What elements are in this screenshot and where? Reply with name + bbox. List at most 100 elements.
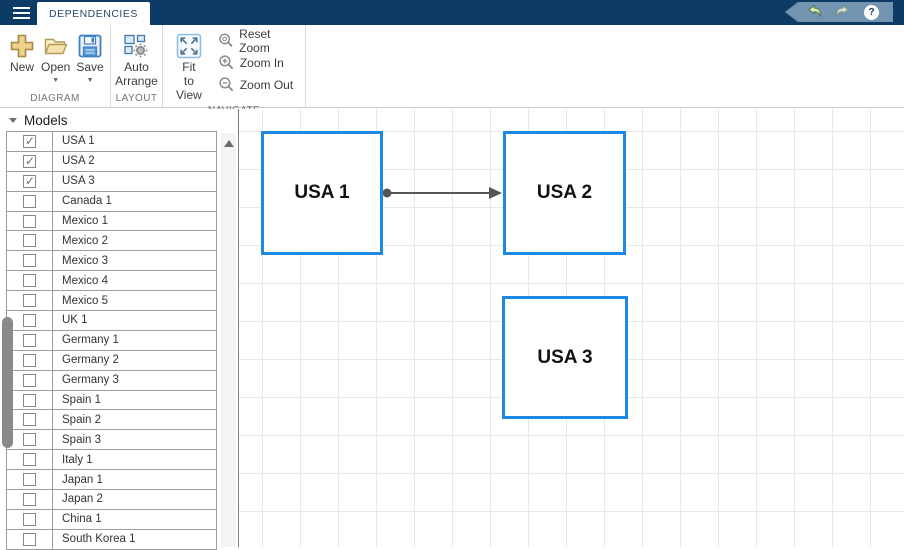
diagram-canvas[interactable]: USA 1 USA 2 USA 3 — [239, 109, 904, 547]
model-checkbox-cell — [7, 291, 53, 311]
model-row[interactable]: Germany 1 — [7, 330, 216, 351]
zoom-in-icon — [219, 55, 234, 70]
model-row[interactable]: USA 3 — [7, 171, 216, 192]
model-name: China 1 — [62, 513, 102, 526]
model-checkbox[interactable] — [23, 234, 36, 248]
model-row[interactable]: Mexico 1 — [7, 211, 216, 232]
save-dropdown-icon[interactable]: ▼ — [86, 77, 94, 84]
auto-arrange-button[interactable]: Auto Arrange — [112, 30, 161, 90]
model-checkbox[interactable] — [23, 473, 36, 487]
model-row[interactable]: USA 2 — [7, 151, 216, 172]
model-row[interactable]: Italy 1 — [7, 450, 216, 471]
scrollbar-thumb[interactable] — [2, 317, 13, 448]
redo-button[interactable] — [834, 4, 851, 21]
model-checkbox[interactable] — [23, 194, 36, 208]
save-button[interactable]: Save ▼ — [73, 30, 106, 86]
model-checkbox[interactable] — [23, 154, 36, 168]
model-checkbox[interactable] — [23, 134, 36, 148]
models-header: Models — [0, 109, 238, 131]
model-checkbox[interactable] — [23, 512, 36, 526]
models-list: USA 1 USA 2 USA 3 Canada 1 Mexico 1 Mexico 2 M… — [6, 131, 217, 550]
model-checkbox[interactable] — [23, 313, 36, 327]
model-checkbox-cell — [7, 509, 53, 529]
new-button[interactable]: New ▼ — [6, 30, 38, 86]
model-row[interactable]: Spain 1 — [7, 390, 216, 411]
model-checkbox[interactable] — [23, 254, 36, 268]
model-row[interactable]: Germany 2 — [7, 350, 216, 371]
model-checkbox-cell — [7, 311, 53, 330]
model-checkbox[interactable] — [23, 214, 36, 228]
undo-button[interactable] — [805, 4, 822, 21]
zoom-out-button[interactable]: Zoom Out — [215, 76, 305, 93]
scroll-up-icon[interactable] — [224, 140, 234, 147]
ribbon-toolstrip: New ▼ Open ▼ — [0, 25, 904, 116]
model-checkbox[interactable] — [23, 492, 36, 506]
model-checkbox[interactable] — [23, 274, 36, 288]
model-checkbox-cell — [7, 132, 53, 151]
diagram-node[interactable]: USA 1 — [261, 131, 383, 255]
save-floppy-icon — [77, 32, 103, 60]
zoom-out-icon — [219, 77, 234, 92]
model-row[interactable]: Germany 3 — [7, 370, 216, 391]
model-checkbox[interactable] — [23, 373, 36, 387]
fit-to-view-button[interactable]: Fit to View — [167, 30, 211, 104]
model-checkbox-cell — [7, 370, 53, 390]
model-checkbox[interactable] — [23, 353, 36, 367]
model-name: Mexico 2 — [62, 234, 109, 247]
model-row[interactable]: Japan 1 — [7, 470, 216, 491]
help-button[interactable]: ? — [863, 4, 880, 21]
model-checkbox[interactable] — [23, 294, 36, 308]
model-name: Canada 1 — [62, 195, 112, 208]
open-folder-icon — [43, 32, 69, 60]
model-row[interactable]: Spain 3 — [7, 430, 216, 451]
model-checkbox-cell — [7, 410, 53, 430]
model-row[interactable]: Canada 1 — [7, 191, 216, 212]
models-panel: Models USA 1 USA 2 USA 3 Canada 1 Mexico 1 Me… — [0, 109, 239, 550]
model-checkbox[interactable] — [23, 433, 36, 447]
ribbon-group-diagram: New ▼ Open ▼ — [0, 25, 111, 107]
zoom-in-button[interactable]: Zoom In — [215, 54, 305, 71]
model-row[interactable]: Mexico 4 — [7, 271, 216, 292]
sidebar-scrollbar[interactable] — [221, 133, 236, 547]
titlebar: DEPENDENCIES ? — [0, 0, 904, 25]
model-row[interactable]: Japan 2 — [7, 490, 216, 510]
diagram-node[interactable]: USA 3 — [502, 296, 628, 419]
model-row[interactable]: USA 1 — [7, 132, 216, 152]
ribbon-group-layout: Auto Arrange LAYOUT — [111, 25, 163, 107]
model-row[interactable]: Mexico 3 — [7, 251, 216, 272]
model-name: Japan 2 — [62, 493, 103, 506]
model-name: Mexico 3 — [62, 254, 109, 267]
model-name: Germany 1 — [62, 334, 119, 347]
model-name: Japan 1 — [62, 473, 103, 486]
model-row[interactable]: Mexico 5 — [7, 291, 216, 312]
model-row[interactable]: Mexico 2 — [7, 231, 216, 252]
model-checkbox[interactable] — [23, 333, 36, 347]
model-row[interactable]: Spain 2 — [7, 410, 216, 431]
help-icon: ? — [864, 4, 879, 20]
model-checkbox[interactable] — [23, 174, 36, 188]
model-checkbox[interactable] — [23, 453, 36, 467]
menu-icon[interactable] — [8, 4, 34, 21]
collapse-triangle-icon[interactable] — [9, 117, 17, 123]
model-checkbox[interactable] — [23, 532, 36, 546]
model-checkbox[interactable] — [23, 393, 36, 407]
model-checkbox[interactable] — [23, 413, 36, 427]
model-checkbox-cell — [7, 211, 53, 231]
model-name: Spain 1 — [62, 394, 102, 407]
model-checkbox-cell — [7, 450, 53, 470]
model-checkbox-cell — [7, 271, 53, 291]
reset-zoom-button[interactable]: Reset Zoom — [215, 27, 305, 55]
model-name: Italy 1 — [62, 453, 93, 466]
open-button[interactable]: Open ▼ — [38, 30, 73, 86]
fit-to-view-icon — [176, 32, 202, 60]
diagram-node[interactable]: USA 2 — [503, 131, 626, 255]
tab-dependencies[interactable]: DEPENDENCIES — [37, 2, 150, 25]
model-row[interactable]: UK 1 — [7, 311, 216, 331]
model-name: Germany 2 — [62, 354, 119, 367]
model-name: USA 1 — [62, 135, 95, 148]
model-row[interactable]: China 1 — [7, 509, 216, 530]
open-dropdown-icon[interactable]: ▼ — [52, 77, 60, 84]
model-checkbox-cell — [7, 191, 53, 211]
model-name: UK 1 — [62, 314, 88, 327]
model-name: USA 2 — [62, 155, 95, 168]
